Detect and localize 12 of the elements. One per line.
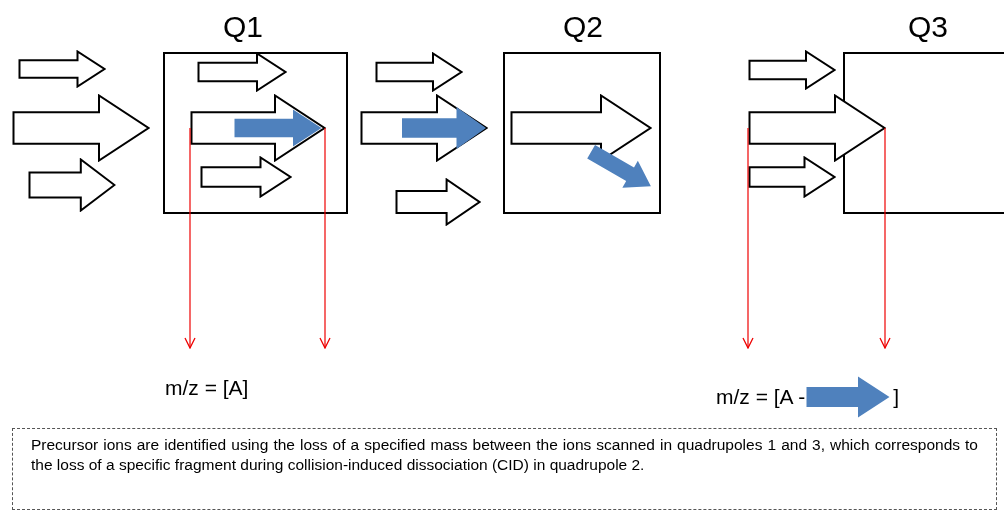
arrow [742, 127, 754, 349]
formula-text: m/z = [A - [716, 384, 806, 410]
quadrupole-label: Q1 [223, 10, 264, 44]
block-arrow [360, 94, 488, 162]
arrow [879, 127, 891, 349]
quadrupole-label: Q3 [908, 10, 949, 44]
caption-text: Precursor ions are identified using the loss of a specified mass between the ions scanned in quadrupoles 1 and 3, which corresponds to the loss of a specific fragment during collision-induced dissociation (CID) in quadrupole 2. [31, 435, 978, 475]
formula-text: ] [893, 384, 900, 410]
formula-text: m/z = [A] [165, 375, 249, 401]
arrow [184, 127, 196, 349]
arrow [319, 127, 331, 349]
quadrupole-label: Q2 [563, 10, 604, 44]
